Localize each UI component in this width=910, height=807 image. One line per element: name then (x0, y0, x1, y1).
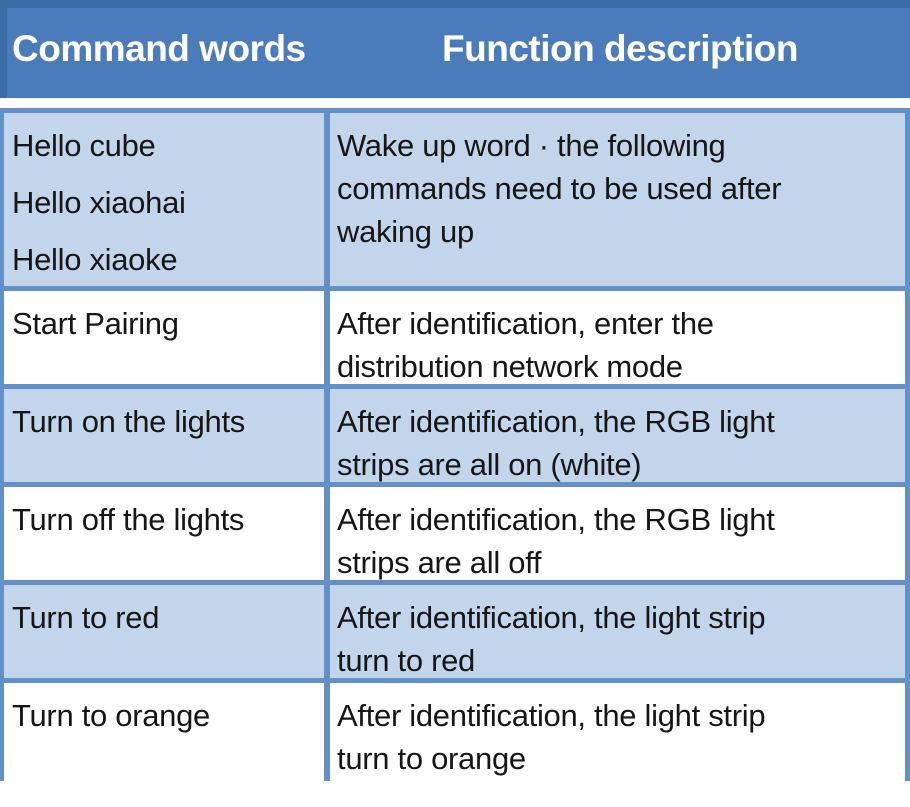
description-text: After identification, the light strip (337, 600, 766, 635)
description-text: turn to red (337, 643, 476, 678)
description-text: strips are all off (337, 545, 542, 580)
table-row-turn-red: Turn to red After identification, the li… (4, 585, 905, 683)
command-text: Turn to red (12, 600, 160, 635)
description-text: After identification, the RGB light (337, 502, 775, 537)
description-cell: After identification, the RGB light stri… (330, 389, 905, 482)
command-cell: Turn off the lights (4, 487, 330, 580)
table-row-turn-orange: Turn to orange After identification, the… (4, 683, 905, 781)
table-row-lights-off: Turn off the lights After identification… (4, 487, 905, 585)
description-text: turn to orange (337, 741, 526, 776)
command-cell: Turn to red (4, 585, 330, 678)
description-text: After identification, enter the (337, 306, 714, 341)
command-text: Hello xiaoke (12, 242, 178, 277)
description-text: After identification, the light strip (337, 698, 766, 733)
description-text: waking up (337, 214, 474, 249)
table-row-wake-words: Hello cube Hello xiaohai Hello xiaoke Wa… (4, 113, 905, 291)
description-cell: After identification, the light strip tu… (330, 683, 905, 781)
description-text: commands need to be used after (337, 171, 782, 206)
column-header-function-description: Function description (442, 28, 798, 69)
command-cell: Turn on the lights (4, 389, 330, 482)
description-cell: Wake up word · the following commands ne… (330, 113, 905, 286)
command-table: Hello cube Hello xiaohai Hello xiaoke Wa… (0, 108, 910, 781)
command-text: Hello xiaohai (12, 185, 186, 220)
command-cell: Start Pairing (4, 291, 330, 384)
description-text: Wake up word · the following (337, 128, 726, 163)
command-text: Turn off the lights (12, 502, 245, 537)
command-text: Start Pairing (12, 306, 179, 341)
table-header: Command words Function description (0, 0, 910, 98)
command-cell: Hello cube Hello xiaohai Hello xiaoke (4, 113, 330, 286)
command-cell: Turn to orange (4, 683, 330, 781)
header-body-gap (0, 98, 910, 108)
table-row-lights-on: Turn on the lights After identification,… (4, 389, 905, 487)
command-text: Turn to orange (12, 698, 210, 733)
description-text: After identification, the RGB light (337, 404, 775, 439)
description-cell: After identification, enter the distribu… (330, 291, 905, 384)
description-cell: After identification, the light strip tu… (330, 585, 905, 678)
command-text: Hello cube (12, 128, 156, 163)
table-row-start-pairing: Start Pairing After identification, ente… (4, 291, 905, 389)
description-text: strips are all on (white) (337, 447, 642, 482)
command-text: Turn on the lights (12, 404, 245, 439)
description-text: distribution network mode (337, 349, 683, 384)
column-header-command-words: Command words (12, 28, 306, 69)
description-cell: After identification, the RGB light stri… (330, 487, 905, 580)
